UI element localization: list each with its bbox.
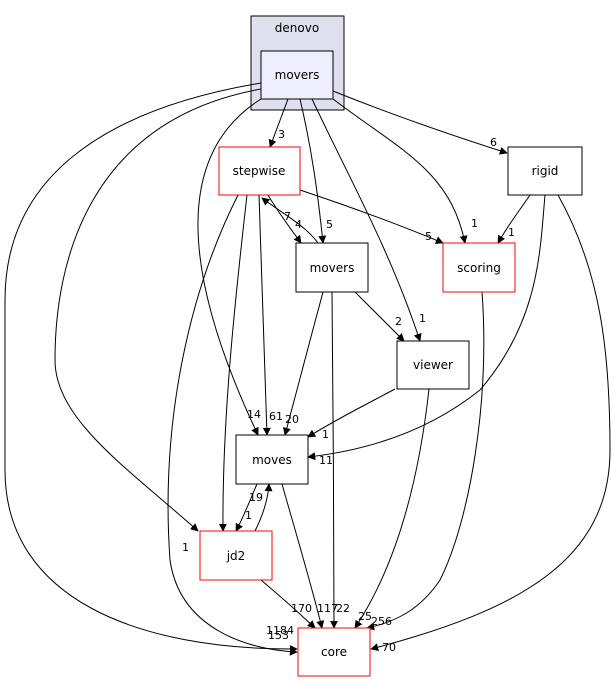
edge-label-focus-moves: 14: [247, 408, 261, 421]
node-label-movers-focus: movers: [275, 68, 320, 82]
edge-stepwise-core: [167, 194, 298, 656]
edge-label-viewer-core: 25: [358, 610, 372, 623]
edge-label-viewer-moves: 1: [322, 428, 329, 441]
edge-stepwise-jd2: [218, 194, 248, 532]
edge-stepwise-moves: [258, 194, 271, 436]
edge-focus-core: [4, 82, 298, 654]
edge-focus-scoring: [332, 98, 468, 244]
node-scoring[interactable]: scoring: [442, 242, 516, 293]
edge-label-focus-viewer: 1: [419, 312, 426, 325]
edge-label-jd2-moves: 1: [245, 509, 252, 522]
node-label-core: core: [321, 645, 347, 659]
edge-label-stepwise-movers: 4: [295, 218, 302, 231]
edge-label-focus-scoring: 1: [471, 217, 478, 230]
nodes: movers stepwise rigid movers scoring vie…: [199, 50, 583, 677]
edge-label-scoring-core: 256: [371, 615, 392, 628]
edge-rigid-scoring: [497, 194, 531, 244]
edge-jd2-core: [260, 579, 316, 629]
edge-label-stepwise-core: 1184: [266, 624, 294, 637]
edge-viewer-core: [354, 388, 430, 629]
node-jd2[interactable]: jd2: [199, 530, 273, 581]
edge-label-stepwise-scoring: 5: [425, 230, 432, 243]
edge-label-movers-moves: 20: [285, 413, 299, 426]
edge-label-rigid-scoring: 1: [508, 226, 515, 239]
edge-focus-movers-inner: [299, 98, 327, 244]
edge-label-stepwise-moves: 61: [269, 410, 283, 423]
edge-movers-core: [329, 291, 338, 629]
edge-movers-stepwise: [261, 197, 319, 244]
edge-label-rigid-core: 70: [382, 641, 396, 654]
node-label-viewer: viewer: [413, 358, 453, 372]
edge-label-moves-core: 117: [317, 602, 338, 615]
edge-label-focus-jd2: 1: [182, 541, 189, 554]
edge-label-movers-core: 22: [336, 602, 350, 615]
edge-label-jd2-core: 170: [291, 602, 312, 615]
edge-moves-jd2: [235, 483, 258, 532]
node-label-rigid: rigid: [532, 164, 559, 178]
node-movers-focus[interactable]: movers: [260, 50, 334, 100]
edge-stepwise-movers: [267, 194, 302, 244]
edge-label-movers-viewer: 2: [395, 315, 402, 328]
edge-movers-viewer: [354, 291, 405, 342]
node-label-jd2: jd2: [226, 549, 246, 563]
edges: [4, 82, 611, 656]
edge-label-moves-jd2: 19: [249, 491, 263, 504]
node-label-stepwise: stepwise: [233, 164, 286, 178]
edge-label-focus-stepwise: 3: [278, 128, 285, 141]
edge-moves-core: [281, 483, 325, 629]
node-stepwise[interactable]: stepwise: [218, 146, 301, 196]
edge-rigid-core: [370, 194, 611, 652]
node-label-movers-inner: movers: [310, 261, 355, 275]
node-core[interactable]: core: [297, 627, 371, 677]
edge-label-focus-rigid: 6: [490, 136, 497, 149]
edge-stepwise-scoring: [299, 189, 444, 244]
edge-focus-rigid: [332, 90, 508, 155]
edge-focus-stepwise: [268, 98, 289, 148]
edge-rigid-moves: [307, 194, 546, 461]
edge-scoring-core: [366, 291, 485, 631]
edge-focus-jd2: [54, 88, 262, 532]
edge-label-focus-core: 153: [268, 629, 289, 642]
edge-label-movers-stepwise: 7: [284, 210, 291, 223]
node-moves[interactable]: moves: [235, 434, 309, 485]
node-label-scoring: scoring: [457, 261, 501, 275]
edge-focus-viewer: [311, 98, 422, 342]
edge-label-rigid-moves: 11: [319, 454, 333, 467]
node-rigid[interactable]: rigid: [507, 146, 583, 196]
edge-viewer-moves: [307, 388, 396, 438]
edge-jd2-moves: [254, 483, 273, 532]
edge-label-focus-movers: 5: [326, 218, 333, 231]
edge-movers-moves: [282, 291, 324, 436]
node-label-moves: moves: [252, 453, 292, 467]
node-movers-inner[interactable]: movers: [295, 242, 369, 293]
cluster-title: denovo: [275, 21, 319, 35]
node-viewer[interactable]: viewer: [396, 340, 470, 390]
